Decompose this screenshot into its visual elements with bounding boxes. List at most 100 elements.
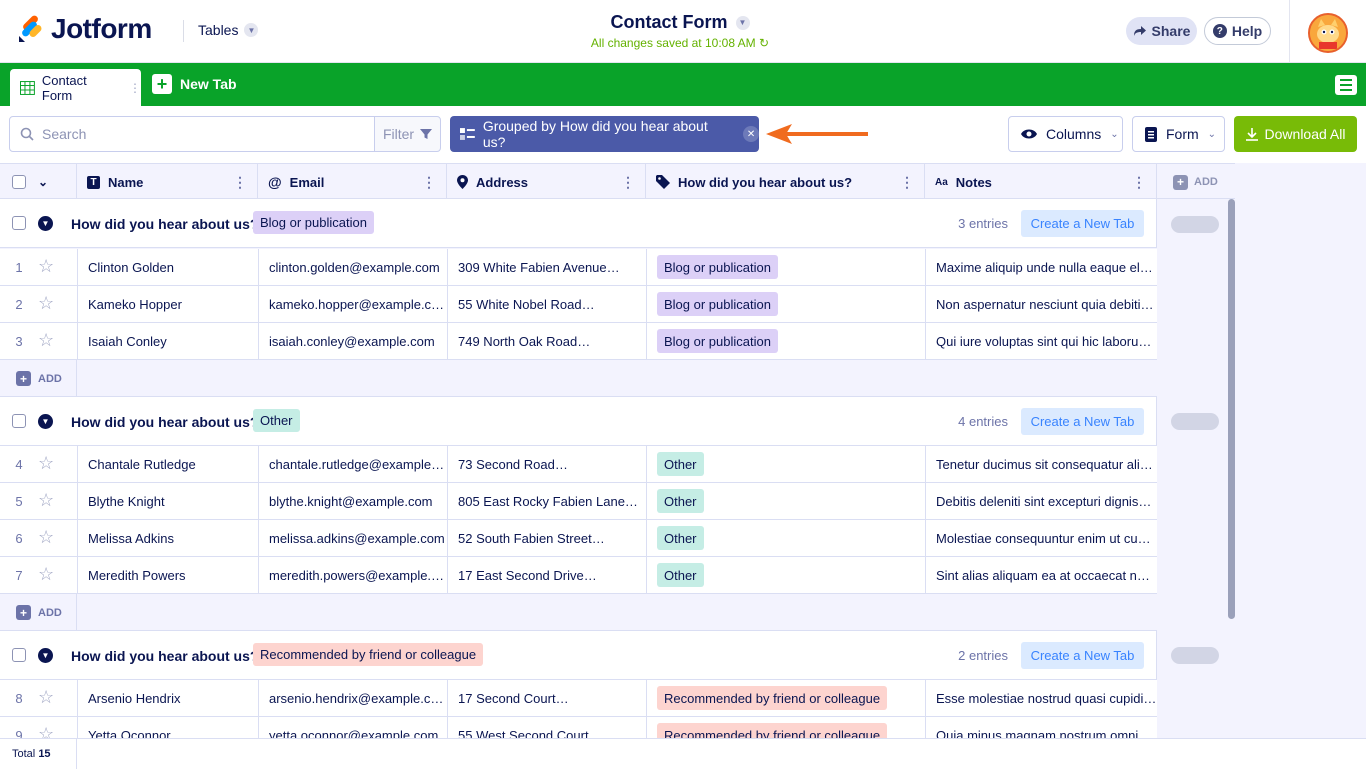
- cell-name[interactable]: Yetta Oconnor: [77, 717, 258, 738]
- vertical-dots-icon[interactable]: ⋮: [621, 173, 635, 190]
- table-row[interactable]: 7 ☆ Meredith Powers meredith.powers@exam…: [0, 557, 1157, 594]
- search-input[interactable]: Search: [9, 116, 375, 152]
- avatar[interactable]: [1308, 13, 1348, 53]
- star-icon[interactable]: ☆: [38, 330, 55, 350]
- table-row[interactable]: 4 ☆ Chantale Rutledge chantale.rutledge@…: [0, 446, 1157, 483]
- cell-address[interactable]: 309 White Fabien Avenue…: [447, 249, 646, 285]
- vertical-dots-icon[interactable]: ⋮: [129, 80, 141, 95]
- cell-name[interactable]: Chantale Rutledge: [77, 446, 258, 482]
- column-header-name[interactable]: T Name ⋮: [77, 164, 258, 200]
- cell-address[interactable]: 749 North Oak Road…: [447, 323, 646, 359]
- group-toggle-pill[interactable]: [1171, 413, 1219, 430]
- cell-address[interactable]: 52 South Fabien Street…: [447, 520, 646, 556]
- new-tab-button[interactable]: + New Tab: [152, 74, 237, 94]
- star-icon[interactable]: ☆: [38, 453, 55, 473]
- filter-button[interactable]: Filter: [374, 116, 441, 152]
- cell-source[interactable]: Other: [646, 446, 925, 482]
- cell-notes[interactable]: Quia minus magnam nostrum omni…: [925, 717, 1157, 738]
- cell-address[interactable]: 55 White Nobel Road…: [447, 286, 646, 322]
- cell-name[interactable]: Arsenio Hendrix: [77, 680, 258, 716]
- cell-name[interactable]: Clinton Golden: [77, 249, 258, 285]
- help-button[interactable]: ? Help: [1204, 17, 1271, 45]
- cell-name[interactable]: Kameko Hopper: [77, 286, 258, 322]
- document-title[interactable]: Contact Form ▼: [611, 12, 750, 33]
- group-checkbox[interactable]: [12, 414, 26, 428]
- table-row[interactable]: 3 ☆ Isaiah Conley isaiah.conley@example.…: [0, 323, 1157, 360]
- cell-email[interactable]: meredith.powers@example.…: [258, 557, 447, 593]
- add-row-button[interactable]: + ADD: [0, 360, 1157, 397]
- column-header-notes[interactable]: Aa Notes ⋮: [925, 164, 1157, 200]
- chevron-down-icon[interactable]: ▼: [38, 414, 53, 429]
- cell-name[interactable]: Blythe Knight: [77, 483, 258, 519]
- table-row[interactable]: 5 ☆ Blythe Knight blythe.knight@example.…: [0, 483, 1157, 520]
- create-new-tab-button[interactable]: Create a New Tab: [1021, 210, 1144, 237]
- cell-email[interactable]: chantale.rutledge@example…: [258, 446, 447, 482]
- cell-source[interactable]: Blog or publication: [646, 323, 925, 359]
- chevron-down-icon[interactable]: ▼: [38, 216, 53, 231]
- tab-contact-form[interactable]: Contact Form ⋮: [10, 69, 141, 106]
- add-column-button[interactable]: + ADD: [1157, 164, 1235, 200]
- cell-name[interactable]: Meredith Powers: [77, 557, 258, 593]
- vertical-scrollbar[interactable]: [1228, 199, 1235, 619]
- group-checkbox[interactable]: [12, 216, 26, 230]
- table-row[interactable]: 6 ☆ Melissa Adkins melissa.adkins@exampl…: [0, 520, 1157, 557]
- cell-notes[interactable]: Esse molestiae nostrud quasi cupidi…: [925, 680, 1157, 716]
- chevron-down-icon[interactable]: ▼: [38, 648, 53, 663]
- cell-address[interactable]: 17 East Second Drive…: [447, 557, 646, 593]
- vertical-dots-icon[interactable]: ⋮: [900, 173, 914, 190]
- star-icon[interactable]: ☆: [38, 564, 55, 584]
- share-button[interactable]: Share: [1126, 17, 1197, 45]
- add-row-button[interactable]: + ADD: [0, 594, 1157, 631]
- group-toggle-pill[interactable]: [1171, 216, 1219, 233]
- download-all-button[interactable]: Download All: [1234, 116, 1357, 152]
- cell-notes[interactable]: Debitis deleniti sint excepturi dignis…: [925, 483, 1157, 519]
- cell-source[interactable]: Other: [646, 520, 925, 556]
- column-header-email[interactable]: @ Email ⋮: [258, 164, 447, 200]
- cell-address[interactable]: 17 Second Court…: [447, 680, 646, 716]
- star-icon[interactable]: ☆: [38, 527, 55, 547]
- table-row[interactable]: 2 ☆ Kameko Hopper kameko.hopper@example.…: [0, 286, 1157, 323]
- group-checkbox[interactable]: [12, 648, 26, 662]
- cell-email[interactable]: kameko.hopper@example.c…: [258, 286, 447, 322]
- cell-email[interactable]: isaiah.conley@example.com: [258, 323, 447, 359]
- tables-menu[interactable]: Tables ▼: [198, 22, 259, 38]
- column-header-source[interactable]: How did you hear about us? ⋮: [646, 164, 925, 200]
- jotform-logo[interactable]: Jotform: [17, 13, 152, 45]
- star-icon[interactable]: ☆: [38, 724, 55, 738]
- cell-notes[interactable]: Molestiae consequuntur enim ut cu…: [925, 520, 1157, 556]
- select-all-checkbox[interactable]: [12, 175, 26, 189]
- cell-email[interactable]: yetta.oconnor@example.com: [258, 717, 447, 738]
- cell-source[interactable]: Recommended by friend or colleague: [646, 680, 925, 716]
- columns-button[interactable]: Columns ⌄: [1008, 116, 1123, 152]
- cell-email[interactable]: blythe.knight@example.com: [258, 483, 447, 519]
- hamburger-menu-button[interactable]: [1335, 75, 1357, 95]
- cell-email[interactable]: clinton.golden@example.com: [258, 249, 447, 285]
- cell-notes[interactable]: Qui iure voluptas sint qui hic laboru…: [925, 323, 1157, 359]
- star-icon[interactable]: ☆: [38, 490, 55, 510]
- cell-source[interactable]: Other: [646, 557, 925, 593]
- close-icon[interactable]: ✕: [743, 126, 759, 142]
- group-by-chip[interactable]: Grouped by How did you hear about us? ✕: [450, 116, 759, 152]
- star-icon[interactable]: ☆: [38, 293, 55, 313]
- chevron-down-icon[interactable]: ⌄: [38, 175, 49, 189]
- cell-notes[interactable]: Tenetur ducimus sit consequatur ali…: [925, 446, 1157, 482]
- star-icon[interactable]: ☆: [38, 256, 55, 276]
- cell-address[interactable]: 55 West Second Court…: [447, 717, 646, 738]
- cell-name[interactable]: Melissa Adkins: [77, 520, 258, 556]
- cell-notes[interactable]: Sint alias aliquam ea at occaecat no…: [925, 557, 1157, 593]
- vertical-dots-icon[interactable]: ⋮: [233, 173, 247, 190]
- create-new-tab-button[interactable]: Create a New Tab: [1021, 408, 1144, 435]
- cell-notes[interactable]: Non aspernatur nesciunt quia debiti…: [925, 286, 1157, 322]
- group-toggle-pill[interactable]: [1171, 647, 1219, 664]
- vertical-dots-icon[interactable]: ⋮: [422, 173, 436, 190]
- cell-source[interactable]: Recommended by friend or colleague: [646, 717, 925, 738]
- table-row[interactable]: 8 ☆ Arsenio Hendrix arsenio.hendrix@exam…: [0, 680, 1157, 717]
- table-row[interactable]: 9 ☆ Yetta Oconnor yetta.oconnor@example.…: [0, 717, 1157, 738]
- table-row[interactable]: 1 ☆ Clinton Golden clinton.golden@exampl…: [0, 249, 1157, 286]
- cell-address[interactable]: 73 Second Road…: [447, 446, 646, 482]
- cell-source[interactable]: Blog or publication: [646, 249, 925, 285]
- vertical-dots-icon[interactable]: ⋮: [1132, 173, 1146, 190]
- star-icon[interactable]: ☆: [38, 687, 55, 707]
- create-new-tab-button[interactable]: Create a New Tab: [1021, 642, 1144, 669]
- cell-source[interactable]: Other: [646, 483, 925, 519]
